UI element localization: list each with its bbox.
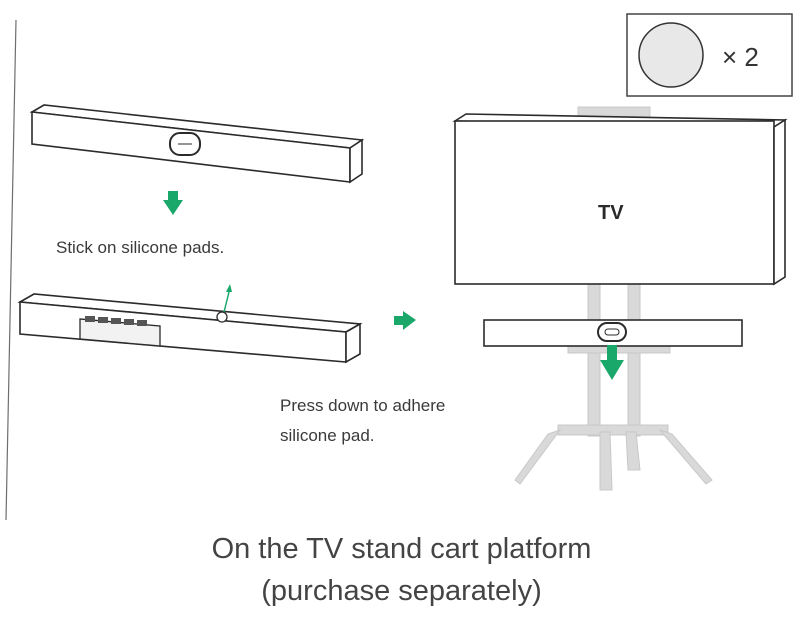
silicone-pad-box: [626, 13, 793, 97]
pad-quantity: × 2: [722, 42, 759, 72]
video-bar-back: [17, 284, 363, 364]
caption-line2: (purchase separately): [261, 575, 542, 607]
rear-ports-panel: [79, 316, 161, 347]
tv-label: TV: [598, 202, 624, 224]
caption-line1: On the TV stand cart platform: [211, 533, 592, 565]
left-border-line: [5, 19, 17, 521]
press-down-arrow-icon: [600, 345, 624, 380]
video-bar-front: [29, 104, 365, 184]
down-arrow-icon: [163, 191, 183, 215]
step2-instruction-line2: silicone pad.: [280, 426, 375, 445]
right-arrow-icon: [394, 311, 416, 330]
silicone-pad-icon: [638, 22, 704, 88]
tv-screen: [452, 113, 788, 286]
tv-stand: [514, 106, 713, 491]
step2-instruction-line1: Press down to adhere: [280, 396, 446, 415]
step1-instruction: Stick on silicone pads.: [56, 238, 225, 257]
silicone-pad-spot: [216, 311, 228, 323]
video-bar-mounted: [483, 319, 743, 347]
